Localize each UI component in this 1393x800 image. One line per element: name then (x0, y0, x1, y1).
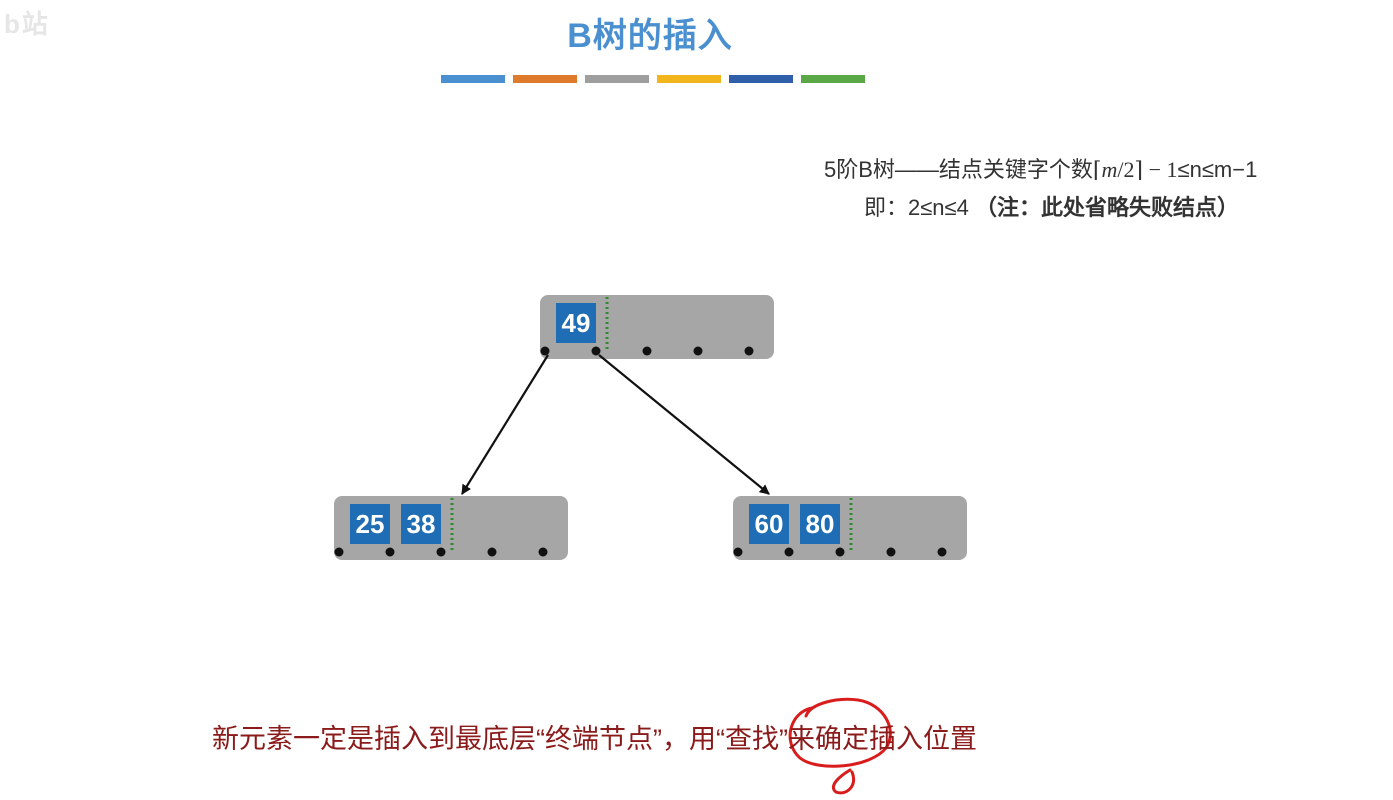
key-box (800, 504, 840, 544)
key-value: 38 (407, 509, 436, 539)
rule-prefix: 5阶B树——结点关键字个数 (824, 157, 1093, 182)
rule-formula: ⌈m/2⌉ − 1 (1093, 157, 1178, 182)
child-pointer-dot (385, 547, 395, 557)
key-box (749, 504, 789, 544)
child-pointer-dot (937, 547, 947, 557)
child-pointer-dot (540, 346, 550, 356)
child-pointer-dot (642, 346, 652, 356)
child-pointer-dot (334, 547, 344, 557)
key-value: 80 (806, 509, 835, 539)
tree-node-right: 60 80 (733, 496, 967, 560)
child-pointer-dot (835, 547, 845, 557)
tree-edge-arrow (598, 354, 770, 495)
child-pointer-dot (591, 346, 601, 356)
child-pointer-dot (886, 547, 896, 557)
key-box (556, 303, 596, 343)
tree-edge-arrow (461, 354, 549, 495)
child-pointer-dot (733, 547, 743, 557)
key-value: 25 (356, 509, 385, 539)
b-tree-rule-line-2: 即：2≤n≤4 （注：此处省略失败结点） (864, 190, 1239, 222)
color-bar (801, 75, 865, 83)
rule-suffix: ≤n≤m−1 (1177, 157, 1258, 182)
b-tree-rule-line-1: 5阶B树——结点关键字个数⌈m/2⌉ − 1≤n≤m−1 (824, 152, 1257, 184)
child-pointer-dot (744, 346, 754, 356)
child-pointer-dot (436, 547, 446, 557)
node-box (540, 295, 774, 359)
child-pointer-dot (538, 547, 548, 557)
watermark: b站 (4, 9, 50, 39)
footer-note: 新元素一定是插入到最底层“终端节点”，用“查找”来确定插入位置 (212, 724, 977, 754)
tree-node-root: 49 (540, 295, 774, 359)
color-bar (729, 75, 793, 83)
color-bar (513, 75, 577, 83)
rule-note: （注：此处省略失败结点） (974, 195, 1239, 220)
page-title: B树的插入 (567, 17, 733, 55)
color-bar (585, 75, 649, 83)
tree-node-left: 25 38 (334, 496, 568, 560)
key-box (401, 504, 441, 544)
key-box (350, 504, 390, 544)
formula-rest: /2⌉ − 1 (1117, 157, 1178, 182)
rule-range: 即：2≤n≤4 (864, 195, 969, 220)
formula-var: m (1101, 157, 1118, 182)
ceil-open: ⌈ (1092, 157, 1102, 182)
color-bar (441, 75, 505, 83)
child-pointer-dot (784, 547, 794, 557)
color-bar (657, 75, 721, 83)
key-value: 60 (755, 509, 784, 539)
child-pointer-dot (693, 346, 703, 356)
key-value: 49 (562, 308, 591, 338)
child-pointer-dot (487, 547, 497, 557)
